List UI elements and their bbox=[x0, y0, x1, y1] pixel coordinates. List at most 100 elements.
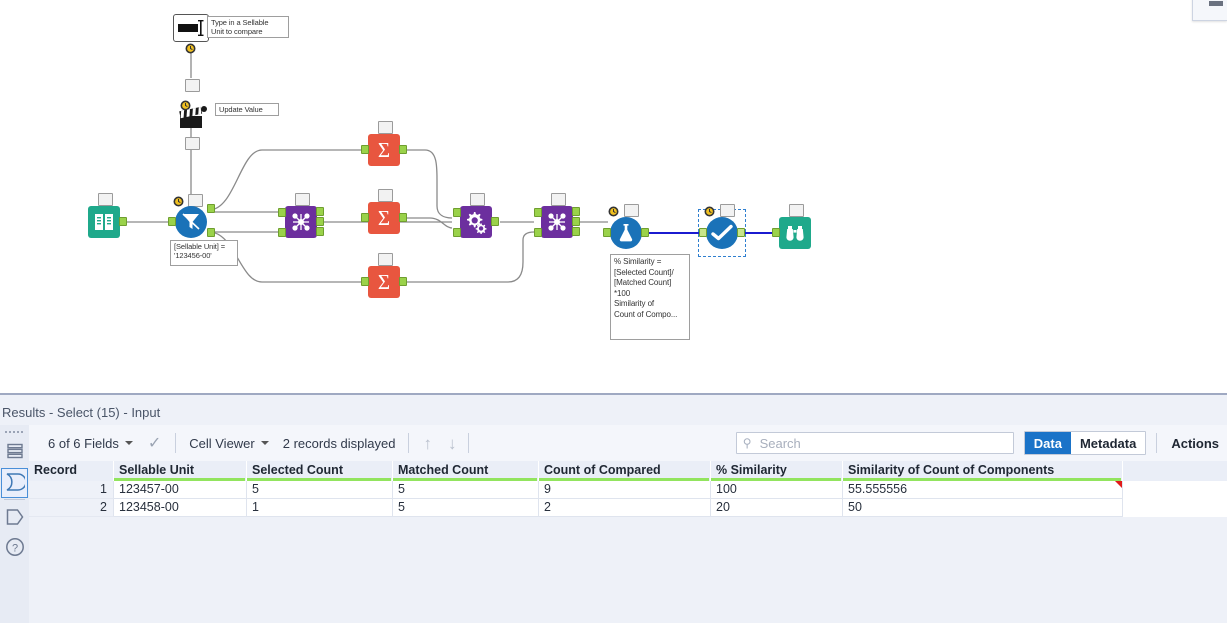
input-anchor[interactable] bbox=[168, 217, 176, 226]
grid-empty-area bbox=[29, 517, 1227, 623]
input-anchor[interactable] bbox=[772, 228, 780, 237]
clock-badge-icon bbox=[185, 43, 196, 54]
toolbar-divider bbox=[175, 433, 177, 453]
results-body: ? 6 of 6 Fields ✓ Cell Viewer 2 records … bbox=[0, 425, 1227, 623]
output-anchor[interactable] bbox=[399, 213, 407, 222]
note-text-input: Type in a Sellable Unit to compare bbox=[207, 16, 289, 38]
cell-pct-similarity: 20 bbox=[711, 499, 843, 517]
results-panel-title: Results - Select (15) - Input bbox=[2, 404, 161, 420]
svg-text:Σ: Σ bbox=[378, 139, 390, 161]
clock-badge-icon bbox=[173, 196, 184, 207]
table-row[interactable]: 2 123458-00 1 5 2 20 50 bbox=[29, 499, 1227, 517]
results-icon-rail: ? bbox=[0, 425, 30, 623]
input-anchor-left[interactable] bbox=[278, 208, 286, 217]
column-header-sellable-unit[interactable]: Sellable Unit bbox=[114, 461, 247, 481]
output-anchor-j[interactable] bbox=[316, 217, 324, 226]
column-header-record[interactable]: Record bbox=[29, 461, 114, 481]
input-anchor[interactable] bbox=[361, 213, 369, 222]
cell-similarity-count-components: 55.555556 bbox=[843, 481, 1123, 499]
column-header-count-of-compared[interactable]: Count of Compared bbox=[539, 461, 711, 481]
output-anchor[interactable] bbox=[641, 228, 649, 237]
input-anchor-bottom[interactable] bbox=[453, 228, 461, 237]
cell-sellable-unit: 123458-00 bbox=[114, 499, 247, 517]
output-anchor-false[interactable] bbox=[207, 228, 215, 237]
output-anchor[interactable] bbox=[399, 277, 407, 286]
input-anchor[interactable] bbox=[603, 228, 611, 237]
connector-layer bbox=[120, 48, 776, 283]
column-header-label: Selected Count bbox=[252, 463, 343, 477]
corner-panel-bar bbox=[1209, 1, 1223, 6]
scroll-down-button[interactable]: ↓ bbox=[447, 433, 457, 453]
output-anchor-r[interactable] bbox=[572, 227, 580, 236]
output-anchor[interactable] bbox=[491, 217, 499, 226]
check-icon[interactable]: ✓ bbox=[147, 435, 162, 452]
output-anchor-l[interactable] bbox=[572, 207, 580, 216]
tool-id-badge bbox=[470, 193, 485, 206]
tool-id-badge bbox=[789, 204, 804, 217]
output-anchor-r[interactable] bbox=[316, 227, 324, 236]
input-anchor[interactable] bbox=[361, 145, 369, 154]
filter-funnel-icon bbox=[175, 206, 207, 238]
tab-metadata[interactable]: Metadata bbox=[1079, 435, 1137, 451]
scroll-up-button[interactable]: ↑ bbox=[423, 433, 432, 453]
grip-dots-icon[interactable] bbox=[5, 429, 25, 435]
cell-record: 1 bbox=[29, 481, 114, 499]
tool-anchor-badge-action bbox=[185, 79, 200, 92]
grid-header-row: Record Sellable Unit Selected Count Matc… bbox=[29, 461, 1227, 481]
search-input[interactable] bbox=[757, 434, 1007, 452]
column-type-underline bbox=[539, 478, 709, 481]
note-filter: [Sellable Unit] = '123456-00' bbox=[170, 240, 238, 266]
rail-item-help[interactable]: ? bbox=[1, 533, 28, 563]
input-anchor[interactable] bbox=[699, 228, 707, 237]
column-header-similarity-count-components[interactable]: Similarity of Count of Components bbox=[843, 461, 1123, 481]
sigma-icon: Σ bbox=[368, 134, 400, 166]
fields-selector[interactable]: 6 of 6 Fields bbox=[29, 425, 140, 461]
input-anchor-top[interactable] bbox=[453, 208, 461, 217]
column-header-pct-similarity[interactable]: % Similarity bbox=[711, 461, 843, 481]
cell-viewer-selector[interactable]: Cell Viewer bbox=[182, 425, 276, 461]
binoculars-icon bbox=[779, 217, 811, 249]
output-anchor[interactable] bbox=[399, 145, 407, 154]
sigma-icon: Σ bbox=[368, 202, 400, 234]
select-check-icon bbox=[706, 217, 738, 249]
results-toolbar: 6 of 6 Fields ✓ Cell Viewer 2 records di… bbox=[29, 425, 1227, 462]
tab-data[interactable]: Data bbox=[1024, 432, 1071, 454]
tool-id-badge bbox=[378, 189, 393, 202]
results-grid[interactable]: Record Sellable Unit Selected Count Matc… bbox=[29, 461, 1227, 623]
output-anchor-l[interactable] bbox=[316, 207, 324, 216]
column-header-matched-count[interactable]: Matched Count bbox=[393, 461, 539, 481]
column-header-selected-count[interactable]: Selected Count bbox=[247, 461, 393, 481]
input-anchor[interactable] bbox=[361, 277, 369, 286]
toolbar-divider bbox=[408, 433, 410, 453]
chevron-down-icon bbox=[124, 441, 133, 445]
rail-item-layers[interactable] bbox=[1, 437, 28, 467]
column-header-label: % Similarity bbox=[716, 463, 787, 477]
input-anchor-right[interactable] bbox=[534, 228, 542, 237]
column-type-underline bbox=[114, 478, 245, 481]
output-anchor-true[interactable] bbox=[207, 204, 215, 213]
help-circle-icon: ? bbox=[5, 537, 25, 560]
svg-text:Σ: Σ bbox=[378, 271, 390, 293]
column-header-label: Matched Count bbox=[398, 463, 489, 477]
output-anchor[interactable] bbox=[119, 217, 127, 226]
note-action: Update Value bbox=[215, 103, 279, 116]
data-metadata-toggle[interactable]: Data Metadata bbox=[1023, 431, 1147, 455]
note-formula: % Similarity = [Selected Count]/ [Matche… bbox=[610, 254, 690, 340]
workflow-canvas[interactable]: Type in a Sellable Unit to compare bbox=[0, 0, 1227, 393]
output-anchor[interactable] bbox=[737, 228, 745, 237]
search-field[interactable]: ⚲ bbox=[735, 432, 1014, 454]
cell-comment-flag-icon bbox=[1115, 481, 1122, 488]
tool-id-badge bbox=[378, 253, 393, 266]
gears-icon bbox=[460, 206, 492, 238]
clock-badge-icon bbox=[704, 206, 715, 217]
tool-id-badge bbox=[551, 193, 566, 206]
input-anchor-left[interactable] bbox=[534, 208, 542, 217]
rail-divider bbox=[4, 499, 25, 500]
actions-button[interactable]: Actions bbox=[1171, 435, 1219, 451]
output-anchor-j[interactable] bbox=[572, 217, 580, 226]
rail-item-data-stream[interactable] bbox=[1, 468, 28, 498]
input-anchor-right[interactable] bbox=[278, 228, 286, 237]
rail-item-container[interactable] bbox=[1, 503, 28, 533]
layers-icon bbox=[6, 442, 24, 463]
table-row[interactable]: 1 123457-00 5 5 9 100 55.555556 bbox=[29, 481, 1227, 499]
